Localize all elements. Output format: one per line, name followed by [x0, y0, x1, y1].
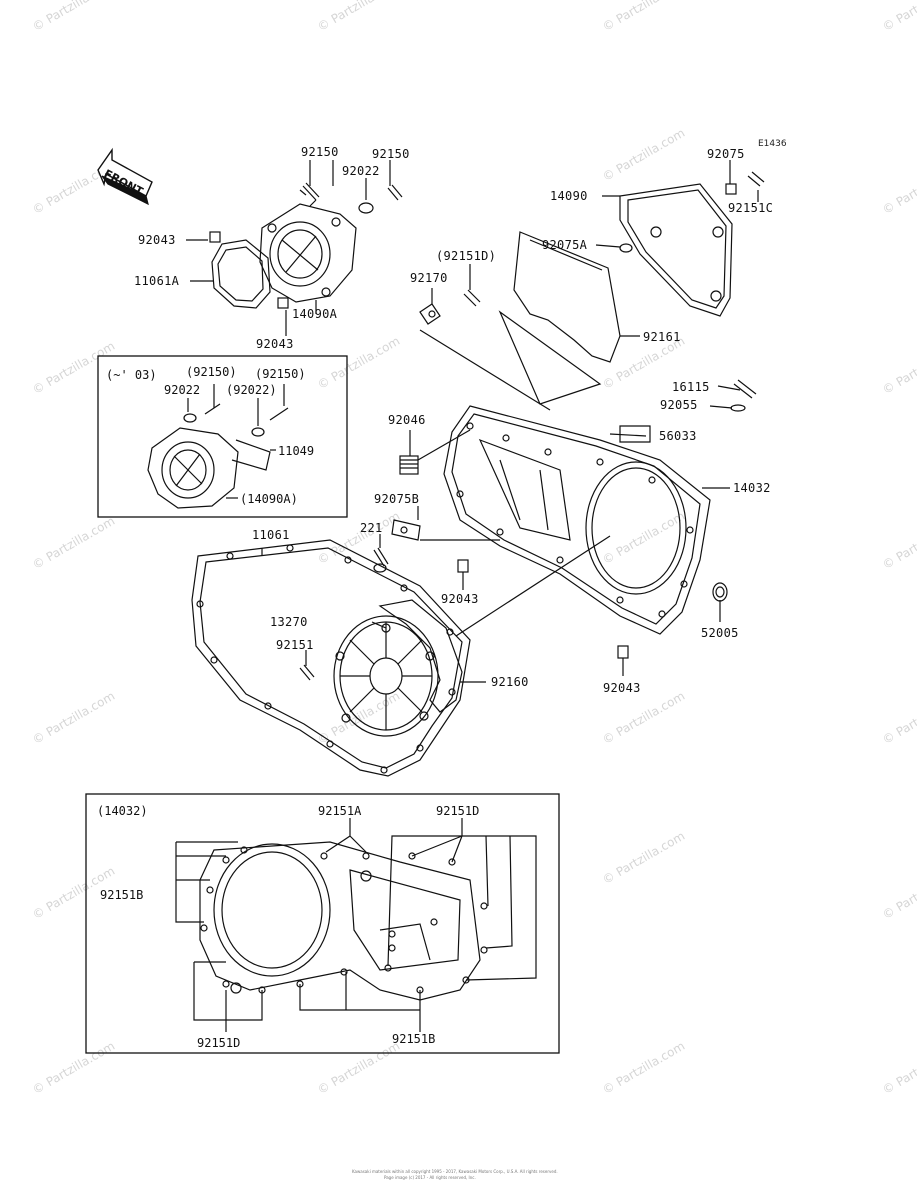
plate-13270-drawing [333, 615, 439, 737]
part-label: 92075 [707, 147, 745, 161]
part-label: 52005 [701, 626, 739, 640]
front-arrow-icon [97, 147, 153, 206]
gasket-11061a-drawing [211, 239, 271, 309]
plug-92046-drawing [399, 455, 419, 475]
inset-bottom-cover-drawing [199, 841, 488, 1001]
part-label: 92043 [138, 233, 176, 247]
part-label: 16115 [672, 380, 710, 394]
inset-top-title: (~' 03) [106, 368, 157, 382]
part-label: 14032 [733, 481, 771, 495]
shroud-92160-drawing [378, 599, 486, 713]
part-label: 92043 [256, 337, 294, 351]
part-label: 92043 [441, 592, 479, 606]
part-label: 92151 [276, 638, 314, 652]
inset-bottom-label: 92151D [436, 804, 480, 818]
part-label: 11061 [252, 528, 290, 542]
part-label: 221 [360, 521, 383, 535]
inset-bottom-title: (14032) [97, 804, 148, 818]
dowel-pins-drawing [209, 231, 289, 309]
part-label: 92160 [491, 675, 529, 689]
inset-bottom-label: 92151D [197, 1036, 241, 1050]
part-label: 92055 [660, 398, 698, 412]
copyright-line-2: Page image (c) 2017 - All rights reserve… [384, 1175, 476, 1180]
part-label: 11061A [134, 274, 180, 288]
inset-bottom-label: 92151B [100, 888, 144, 902]
copyright-line: Kawasaki materials within all copyright … [352, 1169, 558, 1174]
inset-top-cover-drawing [147, 403, 289, 509]
part-label: (92151D) [436, 249, 497, 263]
part-label: 14090 [550, 189, 588, 203]
part-label: 92046 [388, 413, 426, 427]
bolts-upper-drawing [299, 182, 403, 214]
cover-14090a-drawing [259, 203, 357, 303]
part-label: 14090A [292, 307, 338, 321]
part-label: 92150 [301, 145, 339, 159]
inset-top-frame [97, 355, 348, 518]
inset-top-label: (92150) [186, 365, 237, 379]
inset-bottom-frame [85, 793, 560, 1054]
inset-top-label: 11049 [278, 444, 315, 458]
part-label: 92075A [542, 238, 588, 252]
part-label: 13270 [270, 615, 308, 629]
inset-bottom-label: 92151B [392, 1032, 436, 1046]
part-label: 92161 [643, 330, 681, 344]
panel-92161-drawing [498, 231, 621, 405]
clamp-92170-drawing [419, 289, 481, 325]
cover-14090-drawing [619, 171, 765, 317]
part-label: 92150 [372, 147, 410, 161]
inset-top-label: (92150) [255, 367, 306, 381]
inset-top-label: 92022 [164, 383, 201, 397]
inset-bottom-label: 92151A [318, 804, 362, 818]
part-label: 56033 [659, 429, 697, 443]
diagram-code: E1436 [758, 139, 787, 149]
gasket-11061-drawing [191, 539, 471, 777]
cover-14032-drawing [443, 405, 711, 635]
part-label: 92022 [342, 164, 380, 178]
inset-top-label: (92022) [226, 383, 277, 397]
part-label: 92043 [603, 681, 641, 695]
inset-top-label: (14090A) [240, 492, 298, 506]
part-label: 92075B [374, 492, 420, 506]
part-label: 92170 [410, 271, 448, 285]
part-label: 92151C [728, 201, 774, 215]
